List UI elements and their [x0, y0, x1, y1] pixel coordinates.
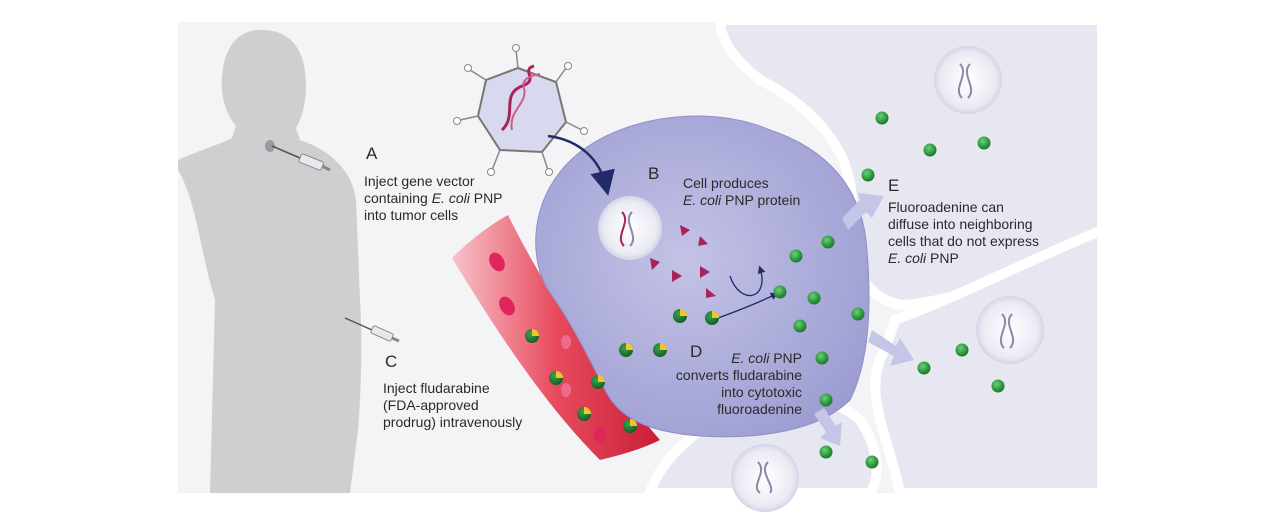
label-b-line-2-post: PNP protein [721, 192, 801, 208]
diffusion-arrows [814, 193, 914, 446]
label-e-text: Fluoroadenine can diffuse into neighbori… [888, 199, 1039, 267]
label-b-line-2: E. coli PNP protein [683, 192, 800, 209]
label-d-line-1: E. coli PNP [660, 350, 802, 367]
label-a-line-2-em: E. coli [431, 190, 470, 206]
dna-icon [619, 63, 1015, 494]
label-c-text: Inject fludarabine (FDA-approved prodrug… [383, 380, 522, 431]
label-d-line-1-post: PNP [769, 350, 802, 366]
label-e-letter: E [888, 176, 900, 195]
conversion-output-arrow [717, 292, 779, 319]
label-a-letter: A [366, 144, 378, 163]
label-e-line-1: Fluoroadenine can [888, 199, 1004, 215]
label-d-line-2: converts fludarabine [675, 367, 802, 383]
label-d-line-4: fluoroadenine [717, 401, 802, 417]
virus-vector-icon [453, 44, 588, 176]
label-b-line-2-em: E. coli [683, 192, 722, 208]
label-c-line-1: Inject fludarabine [383, 380, 490, 396]
label-a-line-1: Inject gene vector [364, 173, 475, 189]
label-b-line-1: Cell produces [683, 175, 769, 191]
label-e-line-4-em: E. coli [888, 250, 927, 266]
label-d-line-1-em: E. coli [731, 350, 770, 366]
neighbor-nucleus-3 [731, 444, 799, 512]
label-d-text: E. coli PNP converts fludarabine into cy… [660, 350, 802, 418]
label-a-line-2: containing E. coli PNP [364, 190, 503, 207]
label-c-line-3: prodrug) intravenously [383, 414, 523, 430]
label-c-letter: C [385, 352, 398, 371]
fludarabine-molecules [525, 309, 719, 433]
label-e-line-3: cells that do not express [888, 233, 1039, 249]
label-d-line-3: into cytotoxic [721, 384, 802, 400]
label-a-text: Inject gene vector containing E. coli PN… [364, 173, 503, 224]
label-e-line-4: E. coli PNP [888, 250, 1039, 267]
label-c-line-2: (FDA-approved [383, 397, 479, 413]
pnp-protein-marks [650, 225, 716, 298]
conversion-curve-arrow [729, 265, 766, 297]
blood-vessel [452, 215, 660, 460]
label-a-line-2-post: PNP [469, 190, 503, 206]
fluoroadenine-molecules [773, 111, 1005, 469]
label-a-line-2-pre: containing [364, 190, 432, 206]
syringe-icon-arm [344, 317, 400, 343]
red-blood-cells [489, 252, 606, 443]
label-e-line-4-post: PNP [926, 250, 959, 266]
label-b-letter: B [648, 164, 660, 183]
label-e-line-2: diffuse into neighboring [888, 216, 1033, 232]
vector-entry-arrow [547, 134, 615, 196]
label-d-letter: D [690, 342, 703, 361]
syringe-icon-neck [265, 140, 331, 172]
label-b-text: Cell produces E. coli PNP protein [683, 175, 800, 209]
label-a-line-3: into tumor cells [364, 207, 459, 223]
person-silhouette [178, 29, 362, 493]
